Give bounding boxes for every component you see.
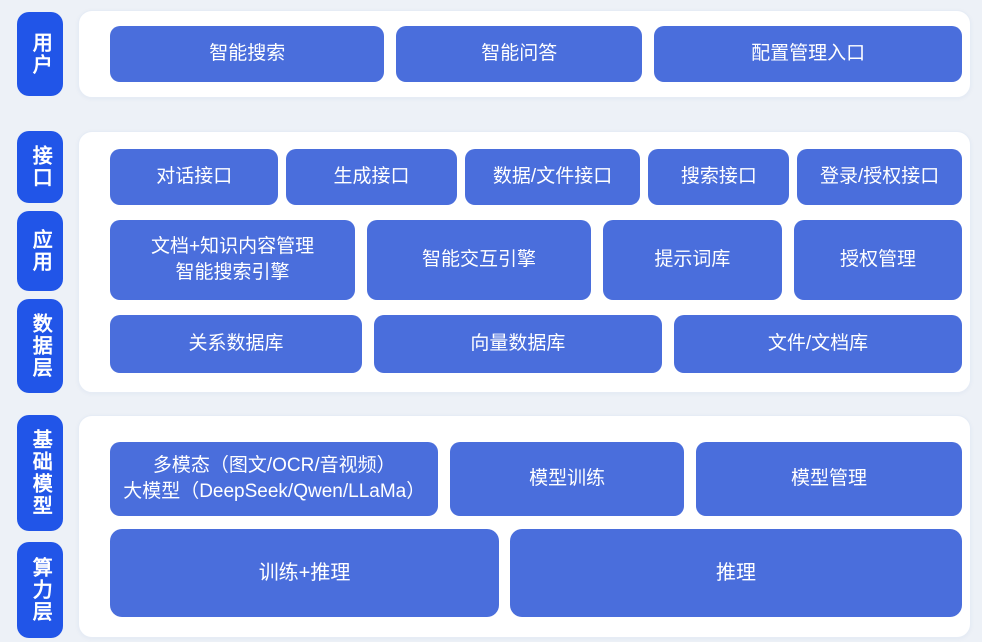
node-model-management: 模型管理 [695, 442, 962, 516]
layer-chip-user: 用户 [17, 12, 63, 96]
layer-chip-data-layer-label: 数据层 [29, 313, 52, 379]
layer-chip-user-label: 用户 [29, 32, 52, 76]
node-search-api: 搜索接口 [648, 149, 790, 205]
node-prompt-library: 提示词库 [602, 220, 782, 300]
node-doc-knowledge-line2: 智能搜索引擎 [175, 262, 290, 283]
layer-chip-compute-layer-label: 算力层 [29, 557, 52, 623]
node-relational-db: 关系数据库 [110, 315, 362, 373]
node-vector-db: 向量数据库 [373, 315, 662, 373]
layer-chip-column-bottom: 基础模型 算力层 [17, 415, 63, 638]
node-inference: 推理 [510, 529, 962, 617]
panel-user-layer: 智能搜索 智能问答 配置管理入口 [78, 10, 971, 98]
row-compute: 训练+推理 推理 [110, 529, 962, 617]
layer-chip-application: 应用 [17, 211, 63, 291]
node-smart-qa: 智能问答 [396, 26, 643, 82]
panel-model-compute: 多模态（图文/OCR/音视频） 大模型（DeepSeek/Qwen/LLaMa）… [78, 415, 971, 638]
layer-chip-column-user: 用户 [17, 10, 63, 98]
node-dialog-api: 对话接口 [110, 149, 279, 205]
node-generation-api: 生成接口 [286, 149, 457, 205]
layer-chip-interface-label: 接口 [29, 145, 52, 189]
layer-chip-application-label: 应用 [29, 229, 52, 273]
node-config-management-entry: 配置管理入口 [654, 26, 962, 82]
layer-chip-foundation-model: 基础模型 [17, 415, 63, 531]
section-model-compute: 基础模型 算力层 多模态（图文/OCR/音视频） 大模型（DeepSeek/Qw… [17, 415, 971, 638]
node-training-inference: 训练+推理 [110, 529, 500, 617]
layer-chip-column-mid: 接口 应用 数据层 [17, 131, 63, 393]
node-smart-search: 智能搜索 [110, 26, 385, 82]
row-data-stores: 关系数据库 向量数据库 文件/文档库 [110, 315, 963, 373]
node-file-doc-store: 文件/文档库 [673, 315, 963, 373]
row-user-entries: 智能搜索 智能问答 配置管理入口 [110, 26, 962, 82]
node-interaction-engine: 智能交互引擎 [367, 220, 591, 300]
node-data-file-api: 数据/文件接口 [464, 149, 641, 205]
panel-interface-app-data: 对话接口 生成接口 数据/文件接口 搜索接口 登录/授权接口 文档+知识内容管理… [78, 131, 971, 393]
layer-chip-data-layer: 数据层 [17, 299, 63, 393]
row-interfaces: 对话接口 生成接口 数据/文件接口 搜索接口 登录/授权接口 [110, 149, 962, 205]
node-doc-knowledge-line1: 文档+知识内容管理 [150, 236, 315, 258]
section-interface-app-data: 接口 应用 数据层 对话接口 生成接口 数据/文件接口 搜索接口 登录/授权接口… [17, 131, 971, 393]
row-models: 多模态（图文/OCR/音视频） 大模型（DeepSeek/Qwen/LLaMa）… [110, 442, 962, 516]
node-login-auth-api: 登录/授权接口 [797, 149, 962, 205]
row-application-engines: 文档+知识内容管理 智能搜索引擎 智能交互引擎 提示词库 授权管理 [110, 220, 962, 300]
node-authorization-management: 授权管理 [793, 220, 962, 300]
node-multimodal-llm-line1: 多模态（图文/OCR/音视频） [152, 455, 396, 477]
node-model-training: 模型训练 [450, 442, 684, 516]
node-multimodal-llm: 多模态（图文/OCR/音视频） 大模型（DeepSeek/Qwen/LLaMa） [110, 442, 439, 516]
node-multimodal-llm-line2: 大模型（DeepSeek/Qwen/LLaMa） [123, 481, 426, 502]
node-doc-knowledge-search-engine: 文档+知识内容管理 智能搜索引擎 [110, 220, 356, 300]
layer-chip-interface: 接口 [17, 131, 63, 203]
layer-chip-foundation-model-label: 基础模型 [29, 429, 52, 517]
section-user-layer: 用户 智能搜索 智能问答 配置管理入口 [17, 10, 971, 98]
layer-chip-compute-layer: 算力层 [17, 542, 63, 638]
